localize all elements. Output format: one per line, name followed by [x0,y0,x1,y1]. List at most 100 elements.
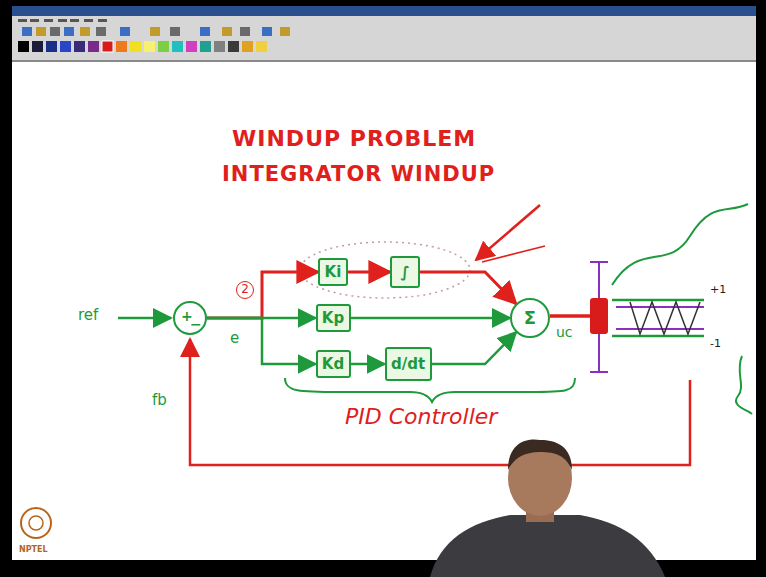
menu-item [18,19,27,22]
tool-icon [50,27,60,36]
palette-color [18,41,29,52]
plant-curve [612,204,748,285]
node-text: Kp [322,310,344,327]
menu-item [44,19,53,22]
logo-text: NPTEL [19,545,48,554]
palette-color [88,41,99,52]
tool-icon [36,27,46,36]
palette-color [242,41,253,52]
tool-icon [22,27,32,36]
lecturer-hair [508,439,572,470]
node-text: d/dt [391,356,425,373]
lecturer-head [508,440,572,516]
palette-color [46,41,57,52]
tool-icon [150,27,160,36]
plant-curve [736,356,752,414]
tool-icon [64,27,74,36]
menu-item [98,19,107,22]
limit-value: -1 [710,338,721,351]
output-line [550,314,590,318]
toolbar-edge [12,60,756,62]
palette-color [172,41,183,52]
palette-color [116,41,127,52]
signal-connector [348,271,390,274]
palette-color [102,41,113,52]
menu-bar [18,19,107,22]
saturation-sketch [630,302,700,334]
signal-name: uc [556,324,573,340]
node-text: Kd [322,356,344,373]
canvas [12,62,756,560]
node-text: Σ [524,308,536,328]
menu-item [30,19,39,22]
reference-line [118,317,171,320]
limit-bracket [590,262,608,372]
palette-color [74,41,85,52]
menu-item [84,19,93,22]
integrator-box: ∫ [390,256,420,288]
tool-icon [222,27,232,36]
signal-connector [207,272,318,318]
highlight-ellipse [300,242,470,298]
palette-color [144,41,155,52]
signal-connector [351,317,511,320]
summing-junction: Σ [510,298,550,338]
signal-name: e [230,330,239,347]
feedback-line [190,339,690,465]
summing-junction: +− [173,301,207,335]
signal-connector [420,272,516,304]
tool-icon [96,27,106,36]
menu-item [70,19,79,22]
pointer-line [482,246,545,262]
tool-icon [170,27,180,36]
palette-color [158,41,169,52]
toolbar [12,16,756,60]
derivative-box: d/dt [385,347,432,381]
palette-color [200,41,211,52]
node-text: − [190,317,202,332]
tool-icon [80,27,90,36]
tool-icon [120,27,130,36]
logo-ring [29,516,43,530]
node-text: ∫ [400,264,409,281]
palette-color [32,41,43,52]
menu-item [58,19,67,22]
tool-icon [262,27,272,36]
node-text: Ki [325,264,342,281]
screen-frame [0,560,430,577]
gain-box: Ki [318,258,348,286]
signal-connector [207,318,316,364]
color-palette [18,41,267,52]
palette-color [228,41,239,52]
subtitle: INTEGRATOR WINDUP [222,162,495,186]
palette-color [256,41,267,52]
logo-ring [21,508,51,538]
limit-value: +1 [710,284,726,297]
pointer-arrow [476,205,540,260]
saturation-limits [612,300,704,336]
controller-brace [285,378,575,402]
callout-number: 2 [236,281,254,299]
tool-icon [240,27,250,36]
palette-color [60,41,71,52]
signal-connector [351,363,385,366]
tool-icon [200,27,210,36]
gain-box: Kp [316,304,351,332]
signal-name: ref [78,307,98,324]
lecturer-body [430,515,665,577]
signal-name: fb [152,392,167,409]
tool-icon [280,27,290,36]
palette-color [214,41,225,52]
gain-box: Kd [316,350,351,378]
lecturer [430,439,665,577]
title-bar [12,6,756,16]
saturation-block [590,298,608,334]
title: WINDUP PROBLEM [232,126,476,151]
group-label: PID Controller [345,404,497,429]
palette-color [186,41,197,52]
tool-icons [22,27,290,36]
